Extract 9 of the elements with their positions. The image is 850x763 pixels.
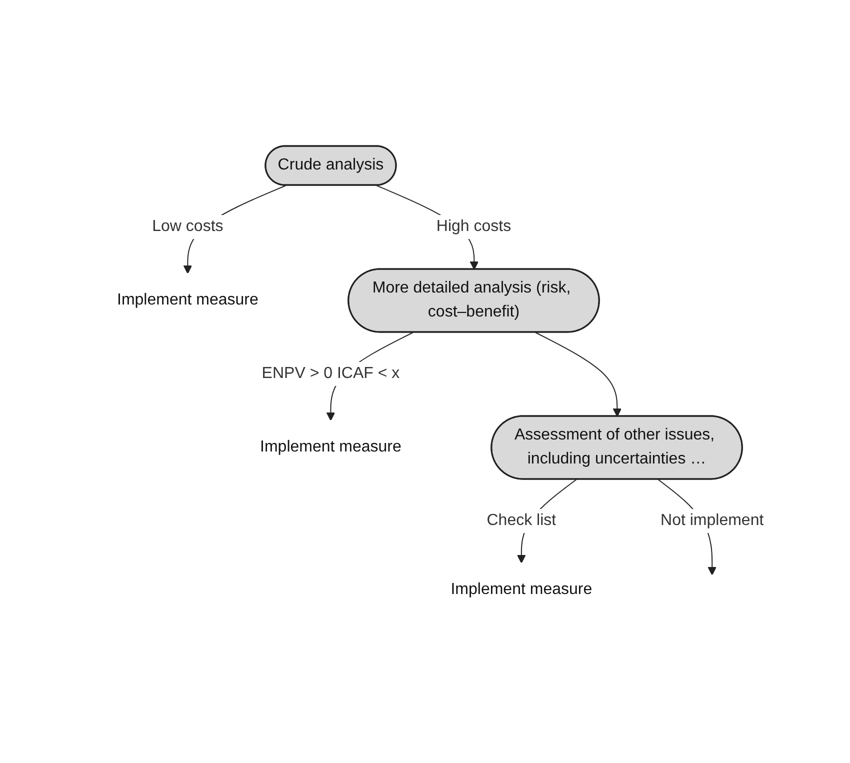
edge-label: Low costs [152,218,223,235]
edge-label: High costs [436,218,511,235]
node-text: Implement measure [260,438,402,456]
arrow [534,332,622,417]
edge-label: ENPV > 0 ICAF < x [261,364,400,382]
edge-label: Check list [486,512,556,529]
node-text: Implement measure [450,580,592,598]
edge-label: Not implement [660,512,764,529]
node-text: Implement measure [116,291,258,308]
